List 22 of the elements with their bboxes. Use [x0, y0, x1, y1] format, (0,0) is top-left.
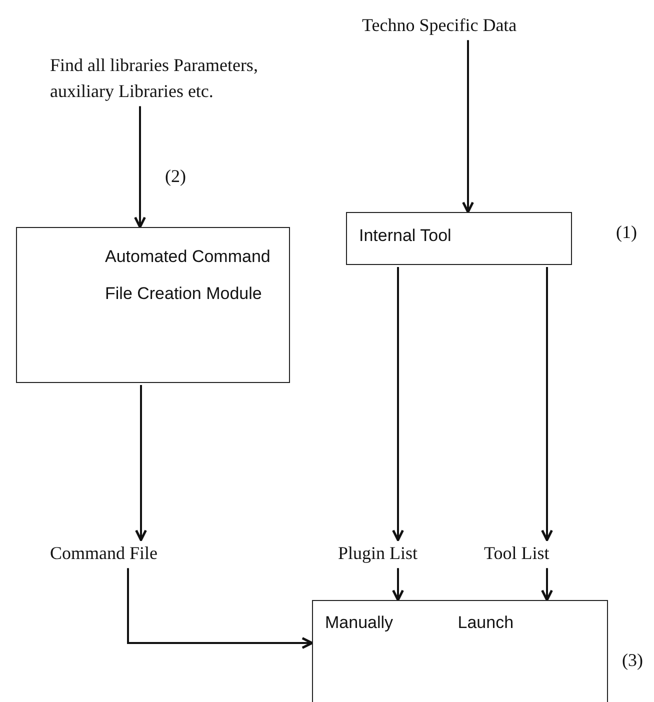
arrow [541, 568, 553, 602]
arrow [541, 267, 553, 542]
box-label: Internal Tool [359, 226, 452, 246]
arrow [127, 568, 314, 649]
node-text: Techno Specific Data [362, 12, 517, 38]
step-number: (3) [622, 650, 643, 671]
arrow [392, 568, 404, 602]
arrow [462, 40, 474, 214]
node-text: Tool List [484, 540, 550, 566]
step-number: (2) [165, 166, 186, 187]
node-text: Command File [50, 540, 158, 566]
process-box [16, 227, 290, 383]
node-text: Plugin List [338, 540, 418, 566]
arrow [392, 267, 404, 542]
process-box [312, 600, 608, 702]
box-label: Manually Launch [325, 612, 514, 634]
process-box [346, 212, 572, 265]
arrow [135, 385, 147, 542]
node-text: Find all libraries Parameters, auxiliary Libraries etc. [50, 52, 318, 104]
arrow [134, 106, 146, 228]
box-label: Automated Command File Creation Module [105, 246, 272, 306]
step-number: (1) [616, 222, 637, 243]
